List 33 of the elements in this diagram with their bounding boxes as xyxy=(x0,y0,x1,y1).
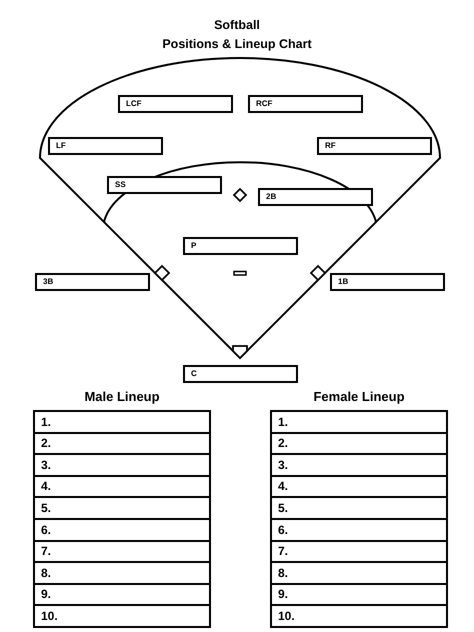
position-field: RF xyxy=(317,137,432,155)
lineup-field: 10. xyxy=(33,604,211,628)
lineup-field: 9. xyxy=(33,583,211,606)
lineup-field: 4. xyxy=(33,475,211,498)
lineup-field: 2. xyxy=(33,432,211,455)
lineup-field: 1. xyxy=(270,410,448,434)
position-field: 1B xyxy=(330,273,445,291)
lineup-field: 5. xyxy=(33,496,211,520)
lineup-field: 7. xyxy=(270,540,448,563)
lineup-field: 5. xyxy=(270,496,448,520)
position-field: C xyxy=(183,365,298,383)
position-field: RCF xyxy=(248,95,363,113)
lineup-field: 8. xyxy=(270,561,448,585)
chart-title: Softball Positions & Lineup Chart xyxy=(161,17,313,53)
lineup-field: 10. xyxy=(270,604,448,628)
lineup-field: 3. xyxy=(270,453,448,477)
lineup-field: 7. xyxy=(33,540,211,563)
position-field: P xyxy=(183,237,298,255)
position-field: LCF xyxy=(118,95,233,113)
lineup-field: 3. xyxy=(33,453,211,477)
lineup-field: 8. xyxy=(33,561,211,585)
lineup-field: 2. xyxy=(270,432,448,455)
lineup-field: 6. xyxy=(270,518,448,542)
position-field: LF xyxy=(48,137,163,155)
position-field: SS xyxy=(107,176,222,194)
lineup-heading: Female Lineup xyxy=(312,389,406,405)
lineup-field: 4. xyxy=(270,475,448,498)
position-field: 2B xyxy=(258,188,373,206)
lineup-field: 9. xyxy=(270,583,448,606)
position-field: 3B xyxy=(35,273,150,291)
lineup-heading: Male Lineup xyxy=(83,389,161,405)
lineup-field: 6. xyxy=(33,518,211,542)
lineup-field: 1. xyxy=(33,410,211,434)
